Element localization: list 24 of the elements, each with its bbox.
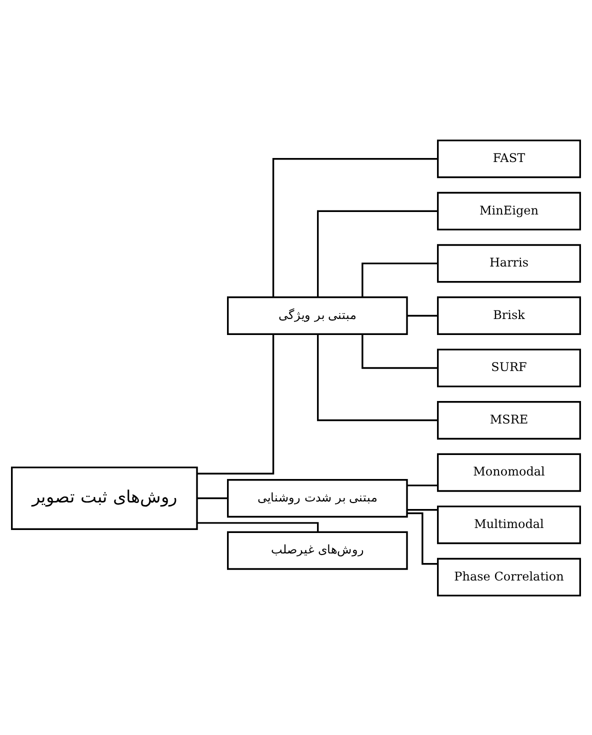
node-box: Multimodal	[437, 505, 581, 544]
node-box: FAST	[437, 139, 581, 178]
connector	[317, 334, 438, 421]
connector	[197, 496, 228, 499]
connector	[407, 314, 438, 316]
node-box: Harris	[437, 244, 581, 282]
node-box: Monomodal	[437, 452, 581, 492]
connector	[272, 158, 438, 297]
node-box: روش‌های غیرصلب	[227, 530, 408, 570]
node-box: Brisk	[437, 296, 581, 334]
connector	[362, 262, 438, 297]
node-box: روش‌های ثبت تصویر	[11, 466, 198, 530]
connector	[407, 508, 438, 510]
connector	[362, 334, 438, 368]
connector	[197, 334, 274, 474]
node-box: MinEigen	[437, 191, 581, 230]
node-box: مبتنی بر شدت روشنایی	[227, 478, 408, 518]
node-box: Phase Correlation	[437, 557, 581, 596]
node-box: MSRE	[437, 400, 581, 440]
node-box: مبتنی بر ویژگی	[227, 296, 408, 334]
connector	[197, 522, 319, 532]
connector	[407, 484, 438, 486]
connector	[317, 210, 438, 297]
node-box: SURF	[437, 348, 581, 387]
